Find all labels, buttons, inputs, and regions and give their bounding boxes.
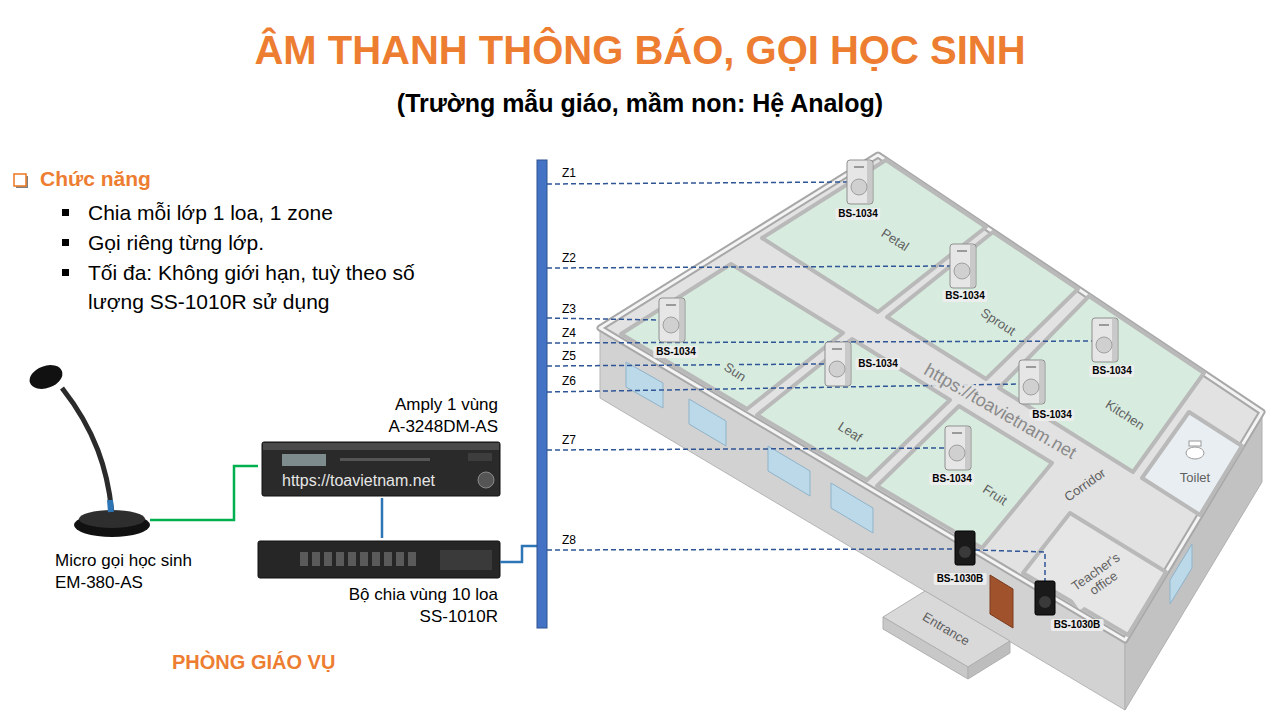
speaker-model: BS-1030B: [934, 573, 987, 585]
speaker: [659, 298, 685, 342]
mic-ring: [110, 500, 111, 512]
entrance-step: [968, 641, 1010, 679]
speaker: [1092, 318, 1118, 362]
device-name: Micro gọi học sinh: [55, 550, 192, 572]
window: [689, 399, 726, 446]
selector-button: [300, 552, 308, 566]
speaker-model: BS-1034: [653, 346, 698, 358]
gooseneck: [62, 388, 112, 514]
zone-wire: [547, 364, 825, 366]
selector-panel: [440, 550, 492, 570]
amp-chassis: [262, 442, 500, 496]
zone-wire: [547, 266, 950, 268]
zone-label: Z7: [562, 433, 576, 447]
window: [768, 446, 810, 496]
zone-selector-device: Bộ chia vùng 10 loaSS-1010R: [254, 538, 502, 630]
bullet: [62, 209, 69, 216]
zone-wire: [547, 549, 955, 550]
building: [600, 155, 1262, 710]
zone-label: Z1: [562, 166, 576, 180]
model-number: A-3248DM-AS: [388, 416, 498, 438]
device-name: Amply 1 vùng: [395, 394, 498, 416]
feature-item: Chia mỗi lớp 1 loa, 1 zone: [88, 198, 333, 227]
selector-button: [384, 552, 392, 566]
bullet: [62, 239, 69, 246]
room-name: PHÒNG GIÁO VỤ: [172, 650, 335, 674]
speaker: [847, 160, 873, 204]
toilet-tank: [1189, 441, 1201, 446]
selector-button: [360, 552, 368, 566]
amp-switch: [468, 453, 492, 461]
speaker-model: BS-1034: [929, 473, 974, 485]
speaker-cable: [500, 546, 537, 562]
amp-panel-line: [340, 458, 430, 461]
zone-wire: [547, 182, 847, 184]
wall-top: [600, 155, 1262, 640]
device-name: Bộ chia vùng 10 loa: [349, 584, 498, 606]
speaker: [955, 531, 975, 565]
selector-button: [408, 552, 416, 566]
title: ÂM THANH THÔNG BÁO, GỌI HỌC SINH: [0, 26, 1280, 74]
speaker: [825, 342, 851, 386]
mic-head: [26, 361, 65, 393]
amplifier-device: Amply 1 vùngA-3248DM-AS: [258, 394, 504, 498]
toilet-room: [1142, 412, 1242, 515]
selector-button: [396, 552, 404, 566]
feature-item: Gọi riêng từng lớp.: [88, 228, 264, 257]
speaker: [945, 426, 971, 470]
amp-top-band: [263, 443, 499, 450]
selector-button: [372, 552, 380, 566]
zone-wires: [547, 182, 1092, 581]
mic-base-top: [79, 510, 145, 528]
zone-label: Z3: [562, 302, 576, 316]
speaker: [950, 244, 976, 288]
amp-knob: [478, 472, 494, 488]
zone-wire: [547, 341, 1092, 343]
signal-cable: [220, 466, 258, 520]
speaker-model: BS-1034: [1089, 365, 1134, 377]
door: [990, 575, 1013, 628]
window: [626, 362, 663, 408]
section-heading: Chức năng: [40, 166, 151, 191]
feature-item: Tối đa: Không giới hạn, tuỳ theo số lượn…: [88, 258, 473, 316]
zone-wire: [547, 318, 659, 320]
amp-display: [282, 454, 326, 466]
speaker-model: BS-1034: [855, 358, 900, 370]
watermark: https://toavietnam.net: [282, 471, 435, 490]
zone-selector-unit: [258, 541, 500, 578]
speaker-model: BS-1034: [942, 290, 987, 302]
selector-button: [324, 552, 332, 566]
speaker-model: BS-1034: [1029, 409, 1074, 421]
selector-button: [336, 552, 344, 566]
selector-button: [348, 552, 356, 566]
speaker: [1035, 581, 1055, 615]
mic-cable: [150, 519, 220, 522]
speaker-bus: [537, 160, 547, 628]
speaker: [1019, 360, 1045, 404]
zone-label: Z2: [562, 251, 576, 265]
floor-slab: [600, 155, 1262, 640]
signal-cable: [381, 498, 384, 538]
checkbox-bullet: [14, 174, 26, 186]
amplifier-unit: [262, 442, 500, 496]
room-name: Toilet: [1177, 470, 1213, 486]
model-number: SS-1010R: [420, 606, 498, 628]
zone-wire: [547, 448, 945, 450]
zone-label: Z8: [562, 533, 576, 547]
microphone: [26, 361, 150, 537]
subtitle: (Trường mẫu giáo, mầm non: Hệ Analog): [397, 88, 883, 118]
zone-label: Z6: [562, 374, 576, 388]
zone-label: Z5: [562, 349, 576, 363]
speaker-model: BS-1030B: [1051, 619, 1104, 631]
selector-button: [312, 552, 320, 566]
selector-chassis: [258, 541, 500, 578]
zone-label: Z4: [562, 326, 576, 340]
microphone-device: Micro gọi học sinhEM-380-AS: [25, 360, 220, 598]
toilet-bowl: [1186, 447, 1204, 459]
bullet: [62, 269, 69, 276]
model-number: EM-380-AS: [55, 572, 143, 594]
speaker-model: BS-1034: [835, 208, 880, 220]
